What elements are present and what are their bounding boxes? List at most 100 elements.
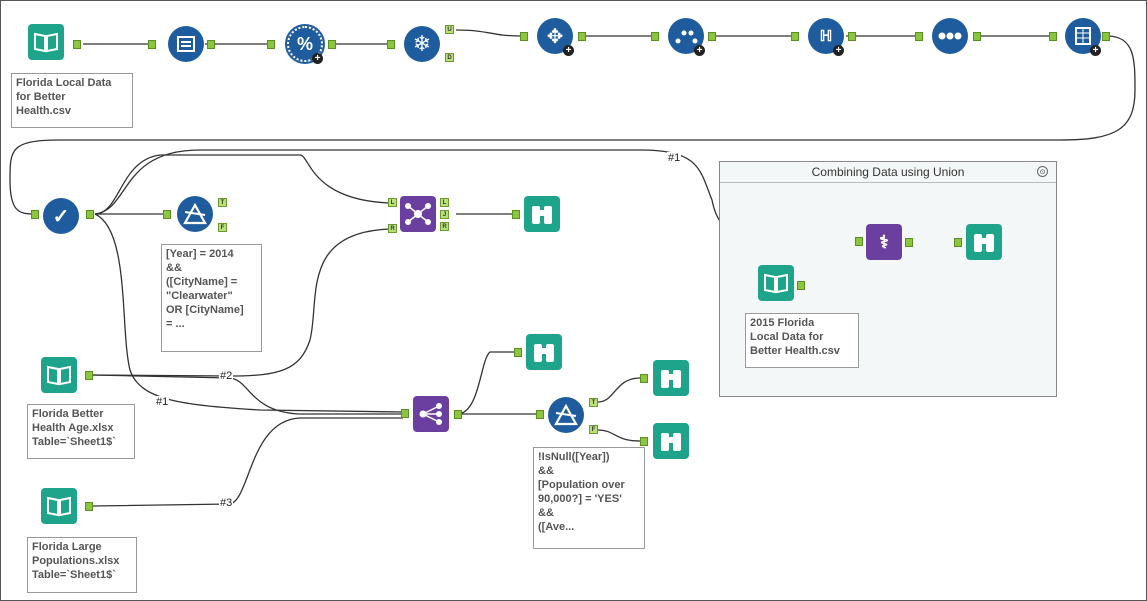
output-anchor[interactable] <box>1102 32 1110 41</box>
unique-anchor[interactable]: U <box>445 25 454 34</box>
output-anchor[interactable] <box>85 502 93 511</box>
dna-icon: ⚕ <box>879 231 889 252</box>
plus-icon: + <box>312 53 323 64</box>
browse-tool[interactable] <box>966 224 1002 260</box>
arrows-icon: ✥ <box>546 25 564 48</box>
arc-icon <box>675 30 698 44</box>
data-check-tool[interactable]: ✓ <box>43 198 79 234</box>
output-anchor[interactable] <box>73 40 81 49</box>
input-anchor[interactable] <box>520 32 528 41</box>
input-anchor[interactable] <box>791 32 799 41</box>
book-icon <box>34 32 58 53</box>
plus-icon: + <box>694 45 705 56</box>
input-anchor[interactable] <box>640 374 648 383</box>
output-anchor[interactable] <box>328 40 336 49</box>
input-anchor[interactable] <box>148 40 156 49</box>
output-anchor[interactable] <box>454 410 462 419</box>
sample-tool[interactable] <box>932 18 968 54</box>
container-header[interactable]: Combining Data using Union ⊙ <box>720 162 1056 183</box>
output-anchor[interactable] <box>85 371 93 380</box>
input-data-tool[interactable] <box>41 488 77 524</box>
input-anchor[interactable] <box>387 40 395 49</box>
input-anchor[interactable] <box>1049 32 1057 41</box>
plus-icon: + <box>833 45 844 56</box>
input-anchor[interactable] <box>163 210 171 219</box>
binoculars-icon <box>532 206 552 224</box>
input-anchor[interactable] <box>855 237 863 246</box>
wire-label: #1 <box>667 152 682 164</box>
book-icon <box>47 496 71 517</box>
container-title: Combining Data using Union <box>811 165 965 179</box>
collapse-icon[interactable]: ⊙ <box>1037 166 1048 177</box>
cleanse-icon: ℍ <box>819 28 833 45</box>
join-output-anchor[interactable]: J <box>440 210 449 219</box>
input-data-tool[interactable] <box>758 265 794 301</box>
wire-label: #3 <box>219 497 234 509</box>
triangle-icon <box>183 203 207 225</box>
select-tool[interactable] <box>168 26 204 62</box>
left-input-anchor[interactable]: L <box>388 198 397 207</box>
annotation-input4: 2015 Florida Local Data for Better Healt… <box>745 313 859 368</box>
binoculars-icon <box>974 234 994 252</box>
binoculars-icon <box>661 433 681 451</box>
annotation-filter1: [Year] = 2014 && ([CityName] = "Clearwat… <box>161 244 262 352</box>
book-icon <box>47 365 71 386</box>
output-anchor[interactable] <box>708 32 716 41</box>
unique-tool[interactable]: ❄ <box>404 26 440 62</box>
annotation-input3: Florida Large Populations.xlsx Table=`Sh… <box>27 537 137 593</box>
wire-label: #2 <box>219 370 234 382</box>
join-icon <box>405 203 431 225</box>
annotation-input1: Florida Local Data for Better Health.csv <box>11 73 133 128</box>
wire-label: #1 <box>155 396 170 408</box>
input-anchor[interactable] <box>514 348 522 357</box>
input-anchor[interactable] <box>640 437 648 446</box>
input-anchor[interactable] <box>512 210 520 219</box>
output-anchor[interactable] <box>86 210 94 219</box>
input-anchor[interactable] <box>954 238 962 247</box>
false-anchor[interactable]: F <box>589 425 598 434</box>
browse-tool[interactable] <box>653 360 689 396</box>
percent-icon: % <box>296 33 313 54</box>
output-anchor[interactable] <box>973 32 981 41</box>
book-icon <box>764 273 788 294</box>
join-multiple-tool[interactable] <box>413 396 449 432</box>
binoculars-icon <box>661 370 681 388</box>
input-anchor[interactable] <box>401 409 409 418</box>
input-data-tool[interactable] <box>28 24 64 60</box>
union-tool[interactable]: ⚕ <box>866 224 902 260</box>
filter-tool[interactable] <box>177 196 213 232</box>
output-anchor[interactable] <box>207 40 215 49</box>
input-anchor[interactable] <box>536 410 544 419</box>
false-anchor[interactable]: F <box>218 223 227 232</box>
annotation-filter2: !IsNull([Year]) && [Population over 90,0… <box>533 447 645 549</box>
duplicate-anchor[interactable]: D <box>445 53 454 62</box>
true-anchor[interactable]: T <box>589 398 598 407</box>
input-anchor[interactable] <box>915 32 923 41</box>
share-icon <box>419 403 442 425</box>
check-icon: ✓ <box>52 205 70 228</box>
filter-tool[interactable] <box>548 397 584 433</box>
dots-icon <box>938 32 962 40</box>
right-output-anchor[interactable]: R <box>440 222 449 231</box>
right-input-anchor[interactable]: R <box>388 224 397 233</box>
true-anchor[interactable]: T <box>218 198 227 207</box>
input-anchor[interactable] <box>267 40 275 49</box>
input-anchor[interactable] <box>31 210 39 219</box>
triangle-icon <box>554 404 578 426</box>
output-anchor[interactable] <box>578 32 586 41</box>
plus-icon: + <box>563 45 574 56</box>
input-anchor[interactable] <box>651 32 659 41</box>
browse-tool[interactable] <box>524 196 560 232</box>
annotation-input2: Florida Better Health Age.xlsx Table=`Sh… <box>27 404 135 459</box>
binoculars-icon <box>534 344 554 362</box>
input-data-tool[interactable] <box>41 357 77 393</box>
output-anchor[interactable] <box>905 238 913 247</box>
snowflake-icon: ❄ <box>412 31 432 56</box>
select-icon <box>177 36 195 52</box>
browse-tool[interactable] <box>526 334 562 370</box>
browse-tool[interactable] <box>653 423 689 459</box>
join-tool[interactable] <box>400 196 436 232</box>
left-output-anchor[interactable]: L <box>440 198 449 207</box>
output-anchor[interactable] <box>797 281 805 290</box>
output-anchor[interactable] <box>848 32 856 41</box>
